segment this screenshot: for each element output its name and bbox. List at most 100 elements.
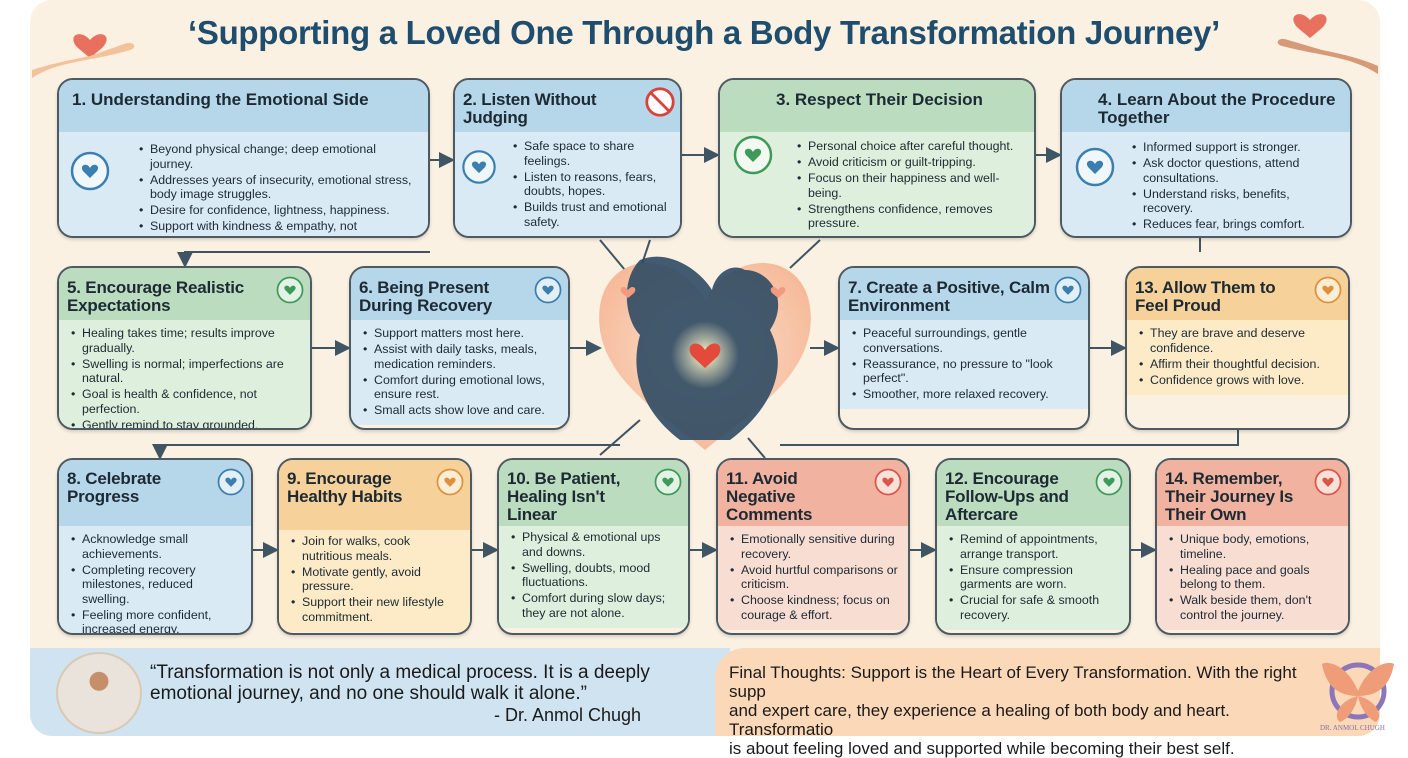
bullet-item: Emotionally sensitive during recovery. <box>728 532 900 561</box>
card-title: 10. Be Patient, Healing Isn't Linear <box>499 460 688 526</box>
bullet-item: Walk beside them, don't control the jour… <box>1167 593 1340 622</box>
bullet-item: Assist with daily tasks, meals, medicati… <box>361 342 560 371</box>
step-card-10: 10. Be Patient, Healing Isn't LinearPhys… <box>497 458 690 635</box>
wave-chart-icon <box>654 468 682 496</box>
card-title: 9. Encourage Healthy Habits <box>279 460 470 530</box>
bullet-item: Completing recovery milestones, reduced … <box>69 563 243 607</box>
card-title: 4. Learn About the Procedure Together <box>1062 80 1350 132</box>
card-body: Safe space to share feelings.Listen to r… <box>455 132 680 236</box>
bullet-list: Support matters most here.Assist with da… <box>361 326 560 418</box>
calm-room-icon <box>1054 276 1082 304</box>
doctor-photo <box>56 652 142 734</box>
card-title: 14. Remember, Their Journey Is Their Own <box>1157 460 1348 526</box>
bullet-item: Choose kindness; focus on courage & effo… <box>728 593 900 622</box>
card-title: 7. Create a Positive, Calm Environment <box>840 268 1088 320</box>
bullet-item: Healing takes time; results improve grad… <box>69 326 302 355</box>
bullet-item: Listen to reasons, fears, doubts, hopes. <box>511 170 672 199</box>
bullet-list: Healing takes time; results improve grad… <box>69 326 302 428</box>
bullet-item: Reassurance, no pressure to "look perfec… <box>850 357 1080 386</box>
card-title: 8. Celebrate Progress <box>59 460 251 526</box>
bullet-item: Affirm their thoughtful decision. <box>1137 357 1340 372</box>
bullet-item: Smoother, more relaxed recovery. <box>850 387 1080 402</box>
bullet-list: Peaceful surroundings, gentle conversati… <box>850 326 1080 402</box>
step-card-11: 11. Avoid Negative CommentsEmotionally s… <box>716 458 910 635</box>
bullet-item: Healing pace and goals belong to them. <box>1167 563 1340 592</box>
step-card-9: 9. Encourage Healthy HabitsJoin for walk… <box>277 458 472 635</box>
step-card-8: 8. Celebrate ProgressAcknowledge small a… <box>57 458 253 635</box>
bullet-item: Feeling more confident, increased energy… <box>69 608 243 634</box>
winding-road-icon <box>1314 468 1342 496</box>
bullet-item: Reduces fear, brings comfort. <box>1130 217 1342 232</box>
card-body: Unique body, emotions, timeline.Healing … <box>1157 526 1348 630</box>
hand-heart-icon <box>1277 14 1378 74</box>
card-body: Informed support is stronger.Ask doctor … <box>1062 132 1350 236</box>
card-body: Remind of appointments, arrange transpor… <box>937 526 1129 630</box>
bullet-item: Acknowledge small achievements. <box>69 532 243 561</box>
step-card-13: 13. Allow Them to Feel ProudThey are bra… <box>1125 266 1350 430</box>
bullet-list: Remind of appointments, arrange transpor… <box>947 532 1121 622</box>
logo-text: DR. ANMOL CHUGH <box>1320 724 1385 732</box>
bullet-item: Support with kindness & empathy, not ass… <box>137 219 420 236</box>
handshake-check-icon <box>733 135 773 175</box>
step-card-7: 7. Create a Positive, Calm EnvironmentPe… <box>838 266 1090 430</box>
bullet-item: Goal is health & confidence, not perfect… <box>69 387 302 416</box>
bullet-item: Understand risks, benefits, recovery. <box>1130 187 1342 216</box>
step-card-4: 4. Learn About the Procedure TogetherInf… <box>1060 78 1352 238</box>
final-thoughts-text: Final Thoughts: Support is the Heart of … <box>729 663 1297 758</box>
bullet-item: Safe space to share feelings. <box>511 139 672 168</box>
bullet-item: Physical & emotional ups and downs. <box>509 530 680 559</box>
speech-bubbles-icon <box>874 468 902 496</box>
bullet-item: Avoid criticism or guilt-tripping. <box>795 155 1026 170</box>
bullet-item: Join for walks, cook nutritious meals. <box>289 534 462 563</box>
patient-care-icon <box>534 276 562 304</box>
mountain-flag-icon <box>217 468 245 496</box>
card-body: Healing takes time; results improve grad… <box>59 320 310 428</box>
bullet-item: Addresses years of insecurity, emotional… <box>137 173 420 202</box>
bullet-item: Swelling is normal; imperfections are na… <box>69 357 302 386</box>
card-title: 2. Listen Without Judging <box>455 80 680 132</box>
calendar-medical-icon <box>1095 468 1123 496</box>
bullet-item: Personal choice after careful thought. <box>795 139 1026 154</box>
hand-heart-icon <box>32 34 135 78</box>
card-body: Emotionally sensitive during recovery.Av… <box>718 526 908 630</box>
brain-heart-icon <box>70 151 110 191</box>
scale-icon <box>276 276 304 304</box>
bullet-item: Beyond physical change; deep emotional j… <box>137 142 420 171</box>
bullet-list: Informed support is stronger.Ask doctor … <box>1130 140 1342 232</box>
step-card-5: 5. Encourage Realistic ExpectationsHeali… <box>57 266 312 430</box>
bullet-item: Comfort during emotional lows, ensure re… <box>361 373 560 402</box>
bullet-item: Informed support is stronger. <box>1130 140 1342 155</box>
card-body: Join for walks, cook nutritious meals.Mo… <box>279 530 470 632</box>
bullet-item: Strengthens confidence, removes pressure… <box>795 202 1026 231</box>
step-card-1: 1. Understanding the Emotional SideBeyon… <box>57 78 430 238</box>
bullet-list: Personal choice after careful thought.Av… <box>795 139 1026 231</box>
no-sound-icon <box>645 87 675 117</box>
card-body: Support matters most here.Assist with da… <box>351 320 568 425</box>
bullet-item: Swelling, doubts, mood fluctuations. <box>509 561 680 590</box>
bullet-item: Remind of appointments, arrange transpor… <box>947 532 1121 561</box>
bullet-item: Small acts show love and care. <box>361 403 560 418</box>
card-title: 13. Allow Them to Feel Proud <box>1127 268 1348 320</box>
card-title: 12. Encourage Follow-Ups and Aftercare <box>937 460 1129 526</box>
proud-person-icon <box>1314 276 1342 304</box>
card-body: Acknowledge small achievements.Completin… <box>59 526 251 634</box>
quote-author: - Dr. Anmol Chugh <box>494 705 642 725</box>
step-card-2: 2. Listen Without JudgingSafe space to s… <box>453 78 682 238</box>
card-title: 3. Respect Their Decision <box>720 80 1034 132</box>
card-body: Physical & emotional ups and downs.Swell… <box>499 526 688 628</box>
flow-connectors <box>152 147 1239 558</box>
bullet-list: They are brave and deserve confidence. Af… <box>1137 326 1340 387</box>
bullet-item: Avoid hurtful comparisons or criticism. <box>728 563 900 592</box>
bullet-item: Crucial for safe & smooth recovery. <box>947 593 1121 622</box>
card-body: Personal choice after careful thought.Av… <box>720 132 1034 236</box>
quote-text: “Transformation is not only a medical pr… <box>150 662 650 704</box>
card-title: 11. Avoid Negative Comments <box>718 460 908 526</box>
step-card-14: 14. Remember, Their Journey Is Their Own… <box>1155 458 1350 635</box>
bullet-item: Focus on their happiness and well-being. <box>795 171 1026 200</box>
butterfly-logo-icon <box>1322 662 1394 722</box>
bullet-item: Support matters most here. <box>361 326 560 341</box>
bullet-item: Motivate gently, avoid pressure. <box>289 565 462 594</box>
final-thoughts-panel <box>715 648 1380 736</box>
step-card-6: 6. Being Present During RecoverySupport … <box>349 266 570 430</box>
bullet-item: They are brave and deserve confidence. <box>1137 326 1340 355</box>
